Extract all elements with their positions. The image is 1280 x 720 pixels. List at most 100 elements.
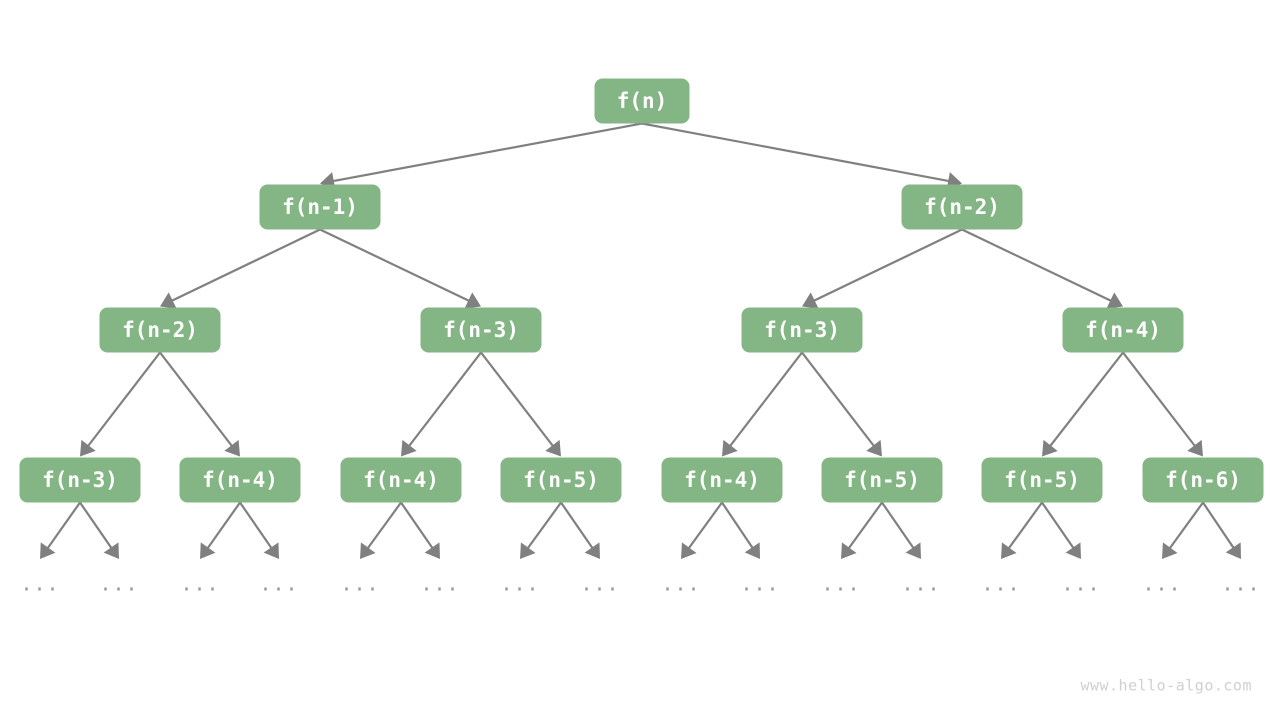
tree-edge-n12-ellipsis-11-line — [881, 501, 916, 550]
ellipsis-label: ... — [20, 572, 59, 596]
tree-node-box — [901, 184, 1023, 230]
tree-edge-n13-ellipsis-13-line — [1041, 501, 1076, 550]
tree-edge-n12-ellipsis-10-line — [847, 501, 883, 550]
tree-edge-n3-n8-line — [159, 351, 234, 448]
tree-edge-n6-n14-arrowhead — [1187, 439, 1203, 457]
tree-edge-n4-n9-line — [407, 351, 482, 448]
tree-node-box — [741, 307, 863, 353]
tree-edge-n5-n12-line — [801, 351, 876, 448]
tree-node[interactable]: f(n-6) — [1142, 457, 1264, 503]
tree-node-label: f(n-4) — [684, 468, 760, 492]
tree-node[interactable]: f(n-3) — [420, 307, 542, 353]
tree-edge-n8-ellipsis-3-arrowhead — [263, 542, 279, 559]
tree-node-box — [340, 457, 462, 503]
tree-node-label: f(n-4) — [363, 468, 439, 492]
tree-edge-n0-n2-line — [641, 122, 951, 183]
tree-edge-n11-ellipsis-9-line — [721, 501, 755, 550]
tree-node[interactable]: f(n-5) — [500, 457, 622, 503]
tree-edge-n9-ellipsis-4-line — [366, 501, 402, 550]
tree-edge-n2-n6-arrowhead — [1106, 292, 1123, 309]
tree-node-label: f(n-4) — [1085, 318, 1161, 342]
tree-edge-n10-ellipsis-6-arrowhead — [520, 542, 536, 559]
ellipsis-label: ... — [259, 572, 298, 596]
tree-node-label: f(n) — [617, 89, 668, 113]
tree-ellipsis-layer: ........................................… — [20, 572, 1260, 596]
tree-node-label: f(n-1) — [282, 195, 358, 219]
tree-edge-n0-n1-line — [331, 122, 643, 183]
ellipsis-label: ... — [340, 572, 379, 596]
tree-edge-n1-n4-line — [319, 228, 471, 303]
tree-node-box — [19, 457, 141, 503]
ellipsis-label: ... — [901, 572, 940, 596]
tree-edge-n7-ellipsis-1-line — [79, 501, 114, 550]
tree-edge-n7-ellipsis-1-arrowhead — [103, 542, 119, 559]
tree-edge-n6-n13-arrowhead — [1042, 439, 1058, 457]
tree-node[interactable]: f(n-5) — [981, 457, 1103, 503]
tree-node-label: f(n-5) — [523, 468, 599, 492]
tree-edge-n1-n3-line — [170, 228, 321, 303]
tree-edge-n11-ellipsis-8-line — [687, 501, 723, 550]
tree-edge-n2-n5-line — [812, 228, 963, 303]
tree-node-label: f(n-2) — [924, 195, 1000, 219]
ellipsis-label: ... — [1142, 572, 1181, 596]
tree-node[interactable]: f(n-4) — [1062, 307, 1184, 353]
tree-node[interactable]: f(n-3) — [19, 457, 141, 503]
tree-edge-n7-ellipsis-0-arrowhead — [40, 542, 56, 559]
tree-edge-n5-n11-line — [728, 351, 803, 448]
tree-edge-n8-ellipsis-3-line — [239, 501, 274, 550]
ellipsis-label: ... — [180, 572, 219, 596]
tree-node[interactable]: f(n-1) — [259, 184, 381, 230]
tree-edge-n10-ellipsis-7-line — [560, 501, 595, 550]
tree-node[interactable]: f(n-4) — [661, 457, 783, 503]
tree-node-label: f(n-3) — [764, 318, 840, 342]
tree-edge-n14-ellipsis-15-line — [1202, 501, 1236, 550]
watermark-text: www.hello-algo.com — [1080, 677, 1252, 695]
tree-node-box — [661, 457, 783, 503]
tree-edge-n14-ellipsis-14-arrowhead — [1162, 542, 1178, 559]
tree-node-box — [821, 457, 943, 503]
tree-edge-n14-ellipsis-14-line — [1168, 501, 1204, 550]
tree-edge-n7-ellipsis-0-line — [46, 501, 81, 550]
tree-node-label: f(n-6) — [1165, 468, 1241, 492]
tree-edge-n4-n9-arrowhead — [401, 439, 417, 457]
ellipsis-label: ... — [99, 572, 138, 596]
tree-edge-n8-ellipsis-2-line — [206, 501, 241, 550]
tree-node[interactable]: f(n-2) — [901, 184, 1023, 230]
ellipsis-label: ... — [1221, 572, 1260, 596]
tree-edge-n3-n7-arrowhead — [80, 439, 96, 457]
tree-edge-n6-n13-line — [1048, 351, 1124, 448]
tree-node-label: f(n-2) — [122, 318, 198, 342]
tree-edge-n6-n14-line — [1122, 351, 1197, 448]
tree-edges-layer — [40, 122, 1241, 559]
tree-node-box — [594, 78, 690, 124]
tree-edge-n13-ellipsis-13-arrowhead — [1065, 542, 1081, 559]
tree-edge-n14-ellipsis-15-arrowhead — [1225, 542, 1241, 559]
tree-node-label: f(n-5) — [844, 468, 920, 492]
tree-edge-n11-ellipsis-9-arrowhead — [744, 542, 760, 559]
ellipsis-label: ... — [420, 572, 459, 596]
tree-node[interactable]: f(n-4) — [179, 457, 301, 503]
tree-node[interactable]: f(n-5) — [821, 457, 943, 503]
ellipsis-label: ... — [1061, 572, 1100, 596]
tree-node-box — [1062, 307, 1184, 353]
ellipsis-label: ... — [580, 572, 619, 596]
tree-node[interactable]: f(n-2) — [99, 307, 221, 353]
ellipsis-label: ... — [740, 572, 779, 596]
tree-node-box — [99, 307, 221, 353]
tree-edge-n4-n10-arrowhead — [545, 439, 561, 457]
tree-node-label: f(n-3) — [42, 468, 118, 492]
tree-node[interactable]: f(n-4) — [340, 457, 462, 503]
tree-edge-n8-ellipsis-2-arrowhead — [200, 542, 216, 559]
tree-edge-n12-ellipsis-10-arrowhead — [841, 542, 857, 559]
tree-node[interactable]: f(n-3) — [741, 307, 863, 353]
ellipsis-label: ... — [661, 572, 700, 596]
tree-node[interactable]: f(n) — [594, 78, 690, 124]
tree-edge-n12-ellipsis-11-arrowhead — [905, 542, 921, 559]
ellipsis-label: ... — [821, 572, 860, 596]
tree-node-box — [420, 307, 542, 353]
tree-edge-n10-ellipsis-7-arrowhead — [584, 542, 600, 559]
tree-edge-n11-ellipsis-8-arrowhead — [681, 542, 697, 559]
tree-edge-n13-ellipsis-12-line — [1007, 501, 1043, 550]
